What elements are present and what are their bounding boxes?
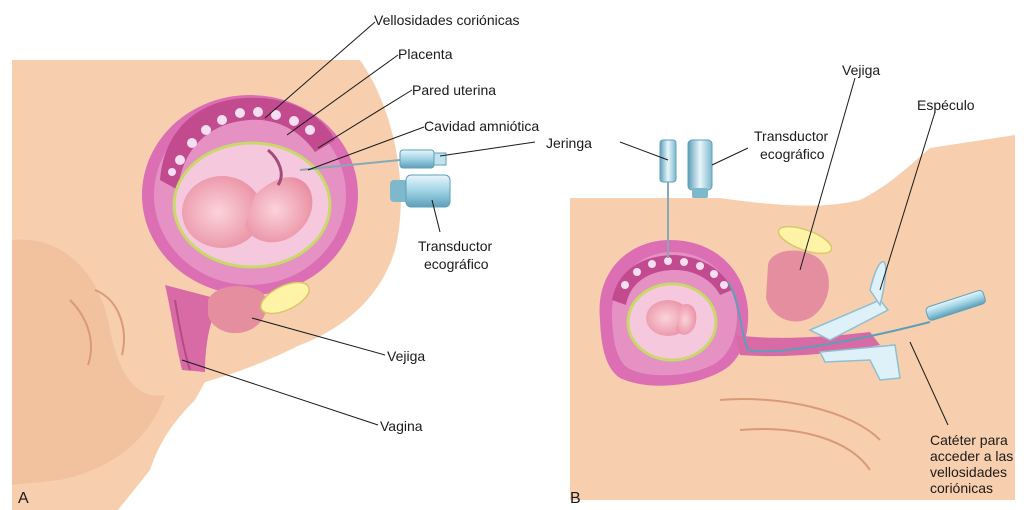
label-syringe: Jeringa <box>546 135 592 151</box>
label-transducer-a-line2: ecográfico <box>424 256 489 272</box>
label-catheter-line1: Catéter para <box>930 432 1008 448</box>
label-catheter-line2: acceder a las <box>930 448 1013 464</box>
label-catheter-line3: vellosidades <box>930 464 1007 480</box>
label-bladder-a: Vejiga <box>387 348 425 364</box>
label-transducer-a-line1: Transductor <box>418 238 492 254</box>
panel-a-syringe <box>400 150 446 168</box>
panel-letter-a: A <box>18 490 29 508</box>
label-placenta-a: Placenta <box>398 46 452 62</box>
panel-a-art <box>12 60 450 510</box>
label-amniotic-cavity-a: Cavidad amniótica <box>424 118 539 134</box>
label-speculum-b: Espéculo <box>917 97 975 113</box>
label-transducer-b-line1: Transductor <box>754 128 828 144</box>
label-transducer-b-line2: ecográfico <box>760 146 825 162</box>
label-bladder-b: Vejiga <box>842 62 880 78</box>
label-chorionic-villi-a: Vellosidades coriónicas <box>374 12 520 28</box>
label-uterine-wall-a: Pared uterina <box>412 82 496 98</box>
panel-b-transducer <box>688 140 712 198</box>
label-catheter-line4: coriónicas <box>930 480 993 496</box>
panel-letter-b: B <box>570 490 581 508</box>
label-vagina-a: Vagina <box>380 418 423 434</box>
